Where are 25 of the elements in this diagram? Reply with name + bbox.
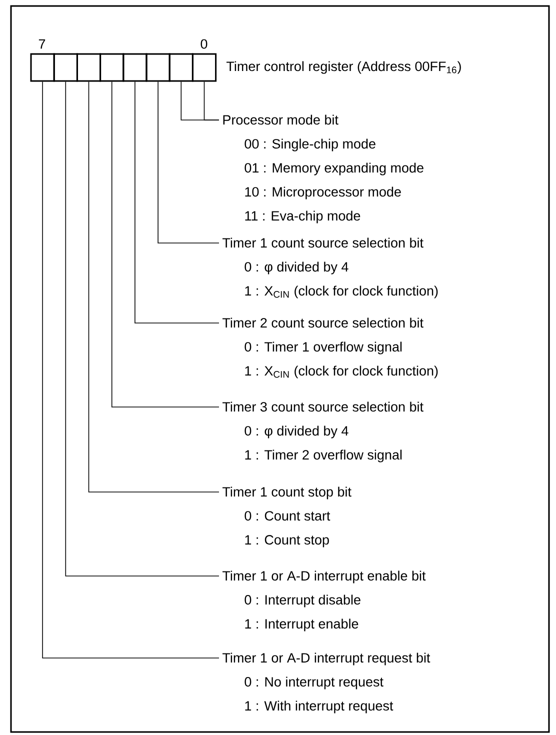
- bit-number: 0: [200, 39, 208, 49]
- leader-line: [204, 81, 220, 120]
- register-bit-cell: [146, 53, 170, 82]
- bit-description: Timer 2 count source selection bit 0 : Timer 1 overflow signal 1 : X$_{CIN}$ (clock for clock function): [222, 318, 438, 378]
- bit-description: Timer 1 or A-D interrupt request bit 0 : No interrupt request 1 : With interrupt request: [222, 652, 430, 714]
- register-bit-cell: [122, 53, 148, 82]
- register-bit-cell: [53, 53, 78, 82]
- leader-line: [65, 81, 220, 576]
- leader-line: [158, 81, 220, 244]
- leader-line: [134, 81, 220, 324]
- leader-line: [42, 81, 220, 658]
- bit-description: Timer 1 count stop bit 0 : Count start 1 : Count stop: [222, 486, 352, 548]
- leader-line: [111, 81, 220, 408]
- bit-description: Timer 3 count source selection bit 0 : φ divided by 4 1 : Timer 2 overflow signal: [222, 402, 424, 462]
- register-title: Timer control register (Address 00FF$_{16}$): [226, 61, 461, 74]
- register-bit-cell: [192, 53, 217, 82]
- bit-description: Timer 1 count source selection bit 0 : φ divided by 4 1 : X$_{CIN}$ (clock for clock function): [222, 238, 438, 298]
- bit-description: Timer 1 or A-D interrupt enable bit 0 : Interrupt disable 1 : Interrupt enable: [222, 570, 426, 632]
- leader-line: [88, 81, 220, 492]
- register-bit-cell: [30, 53, 55, 82]
- bit-description: Processor mode bit 00 : Single-chip mode 01 : Memory expanding mode 10 : Microprocessor mode 11 : Eva-chip mode: [223, 114, 424, 224]
- register-bit-cell: [100, 53, 124, 82]
- register-bit-cell: [76, 53, 102, 82]
- register-bit-cell: [168, 53, 194, 82]
- bit-number: 7: [38, 39, 46, 49]
